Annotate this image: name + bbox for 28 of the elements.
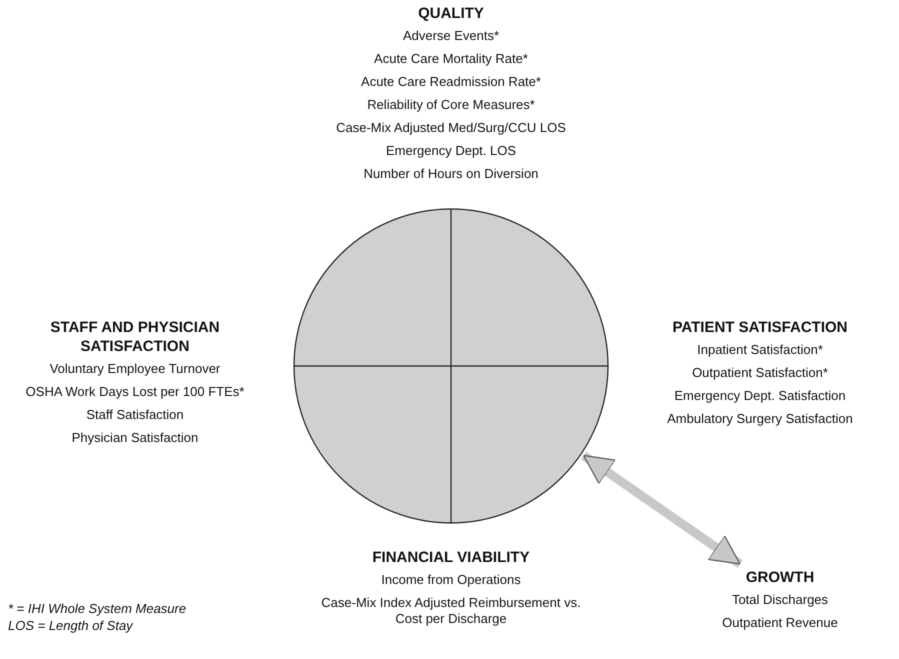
metric-text: Emergency Dept. Satisfaction [673,388,847,404]
metric-text: OSHA Work Days Lost per 100 FTEs* [24,384,246,400]
quadrant-circle [293,208,609,524]
metric-text: Acute Care Readmission Rate* [360,74,542,90]
metric-text: Reliability of Core Measures* [366,97,536,113]
category-heading: STAFF AND PHYSICIAN SATISFACTION [49,318,221,356]
metric-text: Total Discharges [730,592,830,608]
metric-text: Staff Satisfaction [85,407,185,423]
double-arrow [581,452,743,568]
metric-text: Emergency Dept. LOS [384,143,518,159]
metric-text: Case-Mix Adjusted Med/Surg/CCU LOS [335,120,567,136]
metric-text: Ambulatory Surgery Satisfaction [666,411,854,427]
metric-text: Voluntary Employee Turnover [48,361,222,377]
metric-text: Inpatient Satisfaction* [696,342,824,358]
metric-text: Outpatient Satisfaction* [691,365,829,381]
footnote-text: LOS = Length of Stay [8,617,133,634]
category-heading: QUALITY [417,4,485,23]
metric-text: Outpatient Revenue [721,615,839,631]
metric-text: Case-Mix Index Adjusted Reimbursement vs. Cost per Discharge [321,595,581,627]
metric-text: Adverse Events* [402,28,500,44]
category-heading: GROWTH [744,568,816,587]
category-heading: FINANCIAL VIABILITY [371,548,531,567]
metric-text: Acute Care Mortality Rate* [373,51,529,67]
metric-text: Number of Hours on Diversion [362,166,540,182]
footnote-text: * = IHI Whole System Measure [8,600,186,617]
category-heading: PATIENT SATISFACTION [672,318,848,337]
metric-text: Physician Satisfaction [70,430,200,446]
metric-text: Income from Operations [380,572,522,588]
